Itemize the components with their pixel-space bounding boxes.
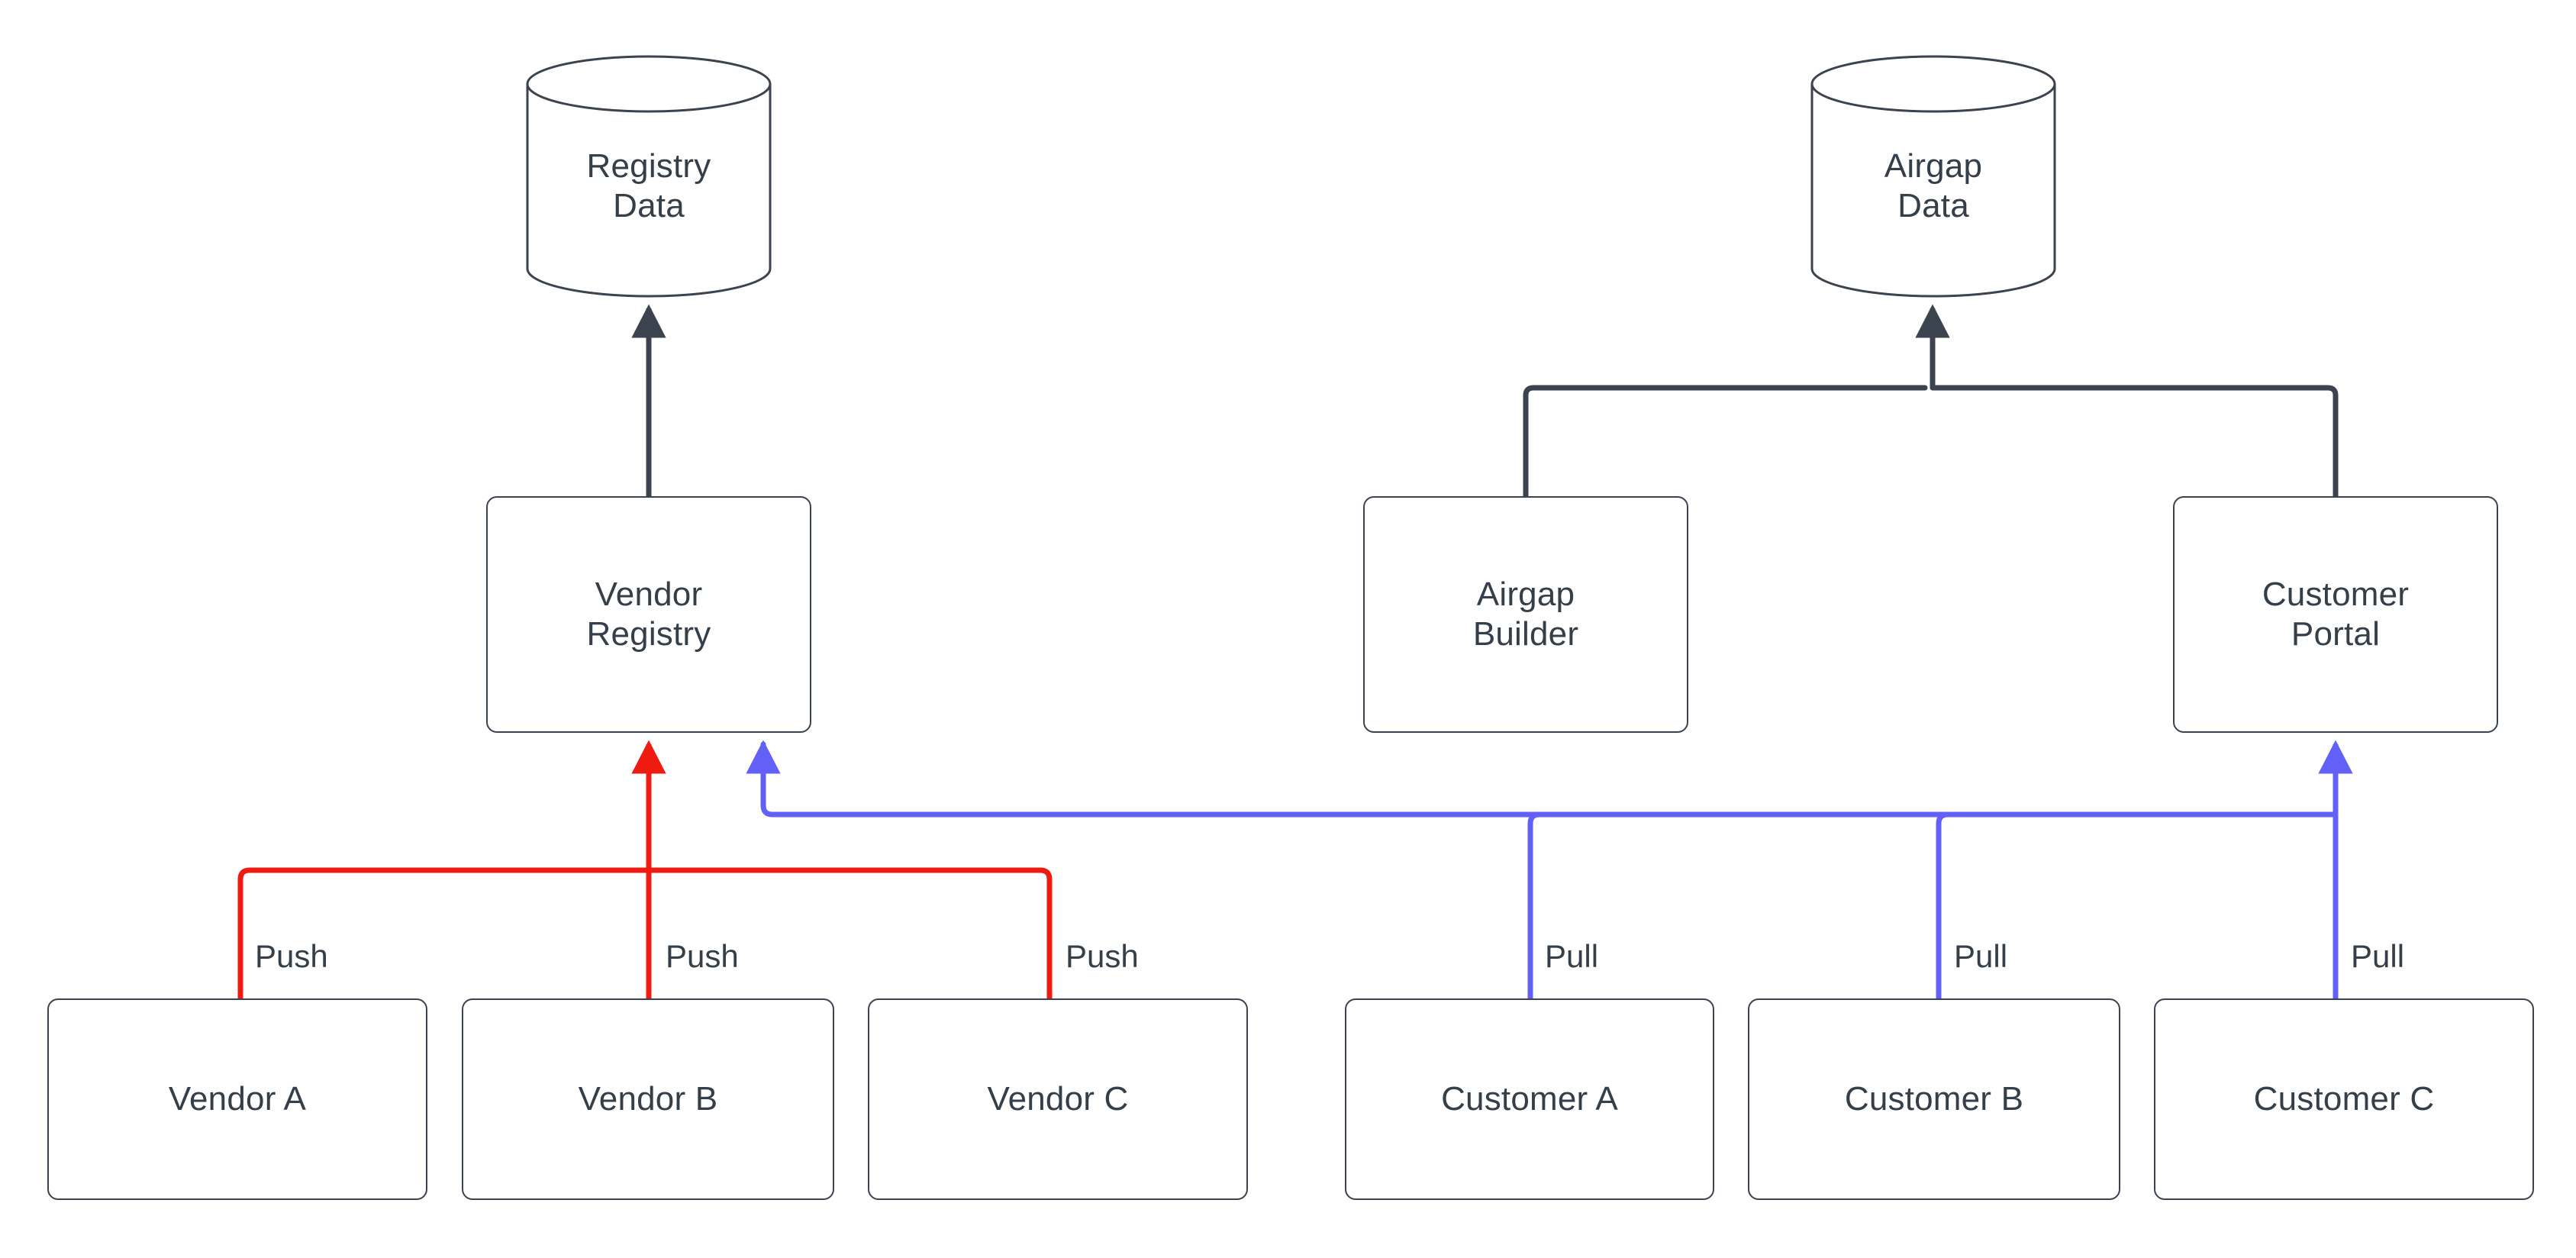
vendor-b-label: Vendor B [578, 1080, 718, 1118]
customer-portal-label-line2: Portal [2291, 615, 2381, 653]
cylinder-shape-airgap-data [1810, 55, 2056, 298]
node-airgap-builder[interactable]: Airgap Builder [1363, 496, 1688, 733]
node-customer-b[interactable]: Customer B [1748, 998, 2120, 1200]
node-airgap-data[interactable]: Airgap Data [1810, 55, 2056, 298]
airgap-builder-label-line2: Builder [1472, 615, 1579, 653]
registry-data-label: Registry Data [526, 127, 772, 226]
customer-portal-label: Customer Portal [2262, 575, 2409, 654]
vendor-registry-label: Vendor Registry [587, 575, 711, 654]
node-vendor-a[interactable]: Vendor A [47, 998, 427, 1200]
edge-label-pull-customer-b: Pull [1951, 940, 2011, 973]
node-vendor-c[interactable]: Vendor C [868, 998, 1248, 1200]
airgap-builder-label-line1: Airgap [1476, 576, 1575, 614]
edge-pull-customer-a-riser [1527, 811, 1543, 1002]
edge-label-pull-customer-a: Pull [1542, 940, 1602, 973]
vendor-c-label: Vendor C [987, 1080, 1129, 1118]
cylinder-shape-registry-data [526, 55, 772, 298]
customer-portal-label-line1: Customer [2262, 576, 2410, 614]
airgap-data-label: Airgap Data [1810, 127, 2056, 226]
edge-customer-portal-to-airgap-data [1930, 385, 2339, 499]
node-customer-a[interactable]: Customer A [1345, 998, 1714, 1200]
edge-pull-customer-b-riser [1936, 811, 1951, 1002]
registry-data-label-line2: Data [613, 187, 685, 224]
vendor-a-label: Vendor A [168, 1080, 307, 1118]
edge-label-pull-customer-c: Pull [2348, 940, 2408, 973]
node-vendor-registry[interactable]: Vendor Registry [486, 496, 811, 733]
edge-push-bus [237, 867, 1053, 1002]
node-registry-data[interactable]: Registry Data [526, 55, 772, 298]
edge-airgap-builder-to-airgap-data [1523, 385, 1928, 499]
vendor-registry-label-line2: Registry [586, 615, 711, 653]
edge-label-push-vendor-b: Push [663, 940, 742, 973]
registry-data-label-line1: Registry [586, 147, 711, 185]
edge-label-push-vendor-a: Push [252, 940, 331, 973]
customer-b-label: Customer B [1844, 1080, 2024, 1118]
node-customer-c[interactable]: Customer C [2154, 998, 2534, 1200]
edge-label-push-vendor-c: Push [1062, 940, 1142, 973]
airgap-data-label-line1: Airgap [1884, 147, 1983, 185]
airgap-builder-label: Airgap Builder [1473, 575, 1578, 654]
customer-c-label: Customer C [2253, 1080, 2435, 1118]
customer-a-label: Customer A [1441, 1080, 1618, 1118]
edge-pull-bus [746, 740, 2339, 818]
node-vendor-b[interactable]: Vendor B [462, 998, 834, 1200]
airgap-data-label-line2: Data [1897, 187, 1969, 224]
vendor-registry-label-line1: Vendor [595, 576, 703, 614]
node-customer-portal[interactable]: Customer Portal [2173, 496, 2498, 733]
